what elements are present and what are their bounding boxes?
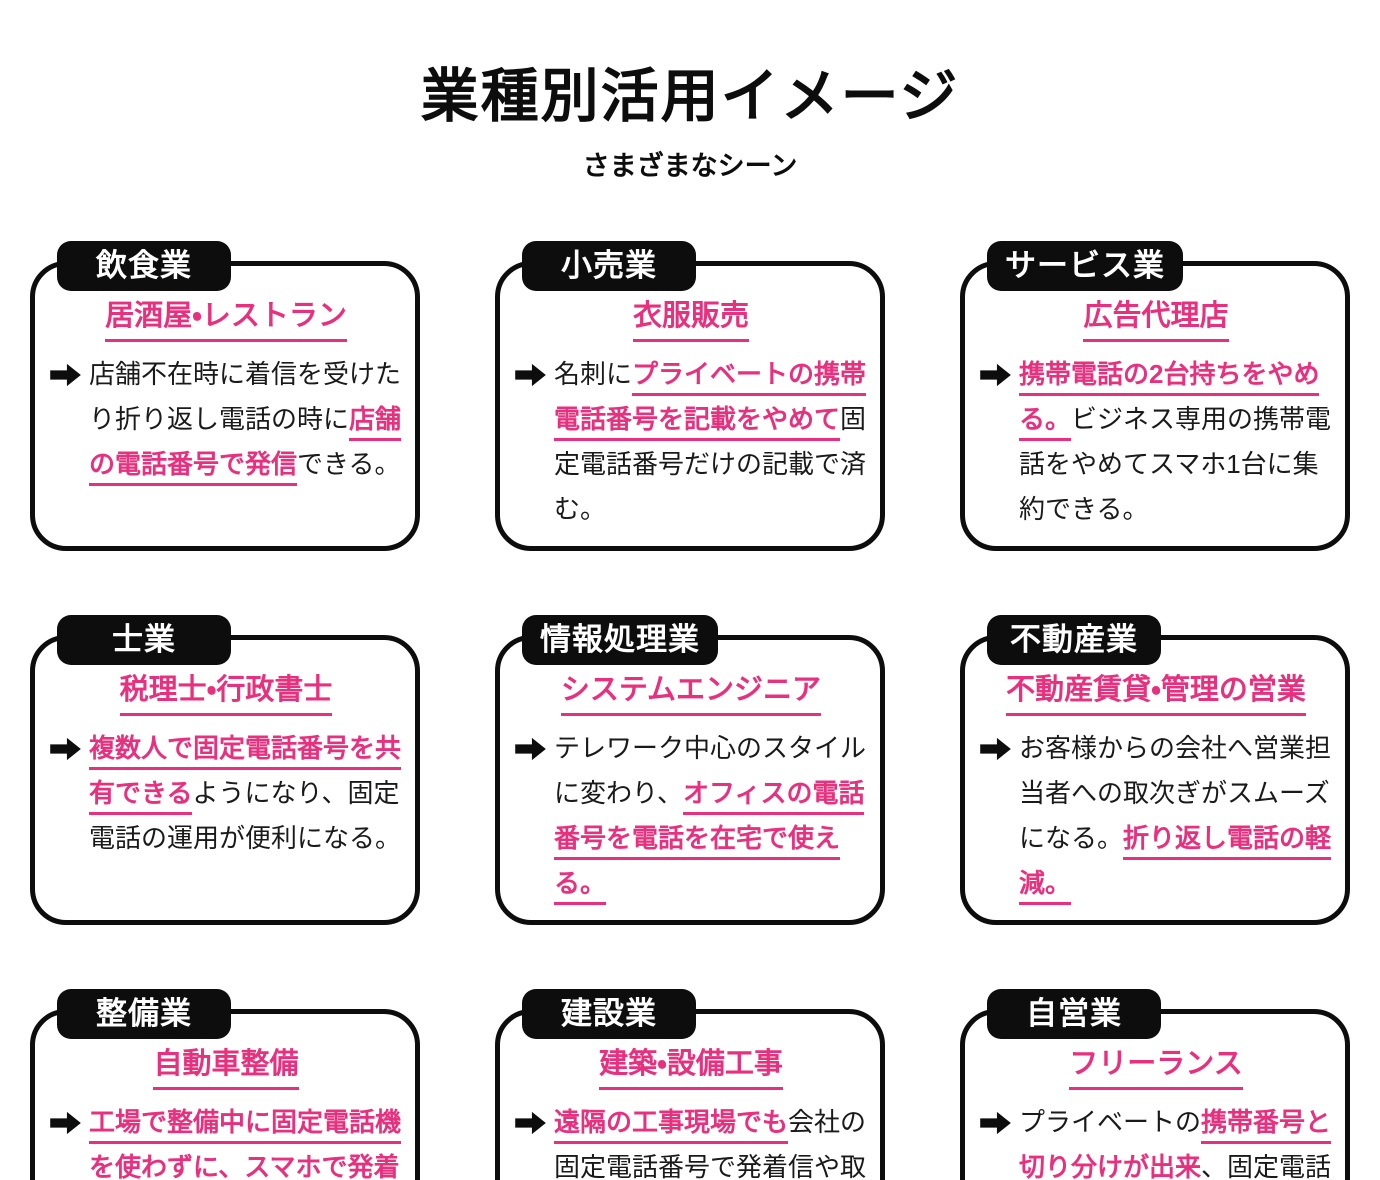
right-arrow-icon bbox=[979, 1100, 1019, 1136]
right-arrow-icon bbox=[979, 726, 1019, 762]
card-body-text: プライベートの携帯番号と切り分けが出来、固定電話番号が使いやすくなる。 bbox=[1019, 1100, 1333, 1180]
industry-card-grid: 飲食業 居酒屋・レストラン 店舗不在時に着信を受けたり折り返し電話の時に店舗の電… bbox=[0, 240, 1380, 1180]
card-retail: 小売業 衣服販売 名刺にプライベートの携帯電話番号を記載をやめて固定電話番号だけ… bbox=[495, 240, 885, 551]
body-highlight-text: 遠隔の工事現場でも bbox=[554, 1107, 789, 1145]
body-plain-text: プライベートの bbox=[1019, 1107, 1202, 1138]
body-highlight-text: プライベートの携帯電話番号を記載をやめて bbox=[554, 358, 867, 441]
industry-tab: 自営業 bbox=[987, 989, 1161, 1040]
page-title: 業種別活用イメージ bbox=[420, 64, 960, 129]
card-it: 情報処理業 システムエンジニア テレワーク中心のスタイルに変わり、オフィスの電話… bbox=[495, 614, 885, 926]
right-arrow-icon bbox=[979, 352, 1019, 388]
body-plain-text: 、固定電話番号が使いやすくなる。 bbox=[1201, 1152, 1332, 1180]
card-body: プライベートの携帯番号と切り分けが出来、固定電話番号が使いやすくなる。 bbox=[979, 1100, 1333, 1180]
body-plain-text: 固定電話番号だけの記載で済む。 bbox=[554, 403, 867, 524]
body-highlight-text: 工場で整備中に固定電話機を使わずに、スマホで発着信 bbox=[89, 1107, 402, 1180]
body-plain-text: 店舗不在時に着信を受けたり折り返し電話の時に bbox=[89, 358, 402, 434]
body-plain-text: 名刺に bbox=[554, 358, 633, 389]
page-subtitle: さまざまなシーン bbox=[582, 150, 798, 181]
right-arrow-icon bbox=[49, 352, 89, 388]
industry-tab-label: 整備業 bbox=[96, 996, 192, 1032]
industry-tab: 小売業 bbox=[522, 240, 696, 291]
body-plain-text: 会社の固定電話番号で発着信や取次ぎが出来るようになる。 bbox=[554, 1107, 867, 1180]
card-body: 遠隔の工事現場でも会社の固定電話番号で発着信や取次ぎが出来るようになる。 bbox=[514, 1100, 868, 1180]
card-subtitle: 不動産賃貸・管理の営業 bbox=[979, 672, 1333, 717]
card-body: お客様からの会社へ営業担当者への取次ぎがスムーズになる。折り返し電話の軽減。 bbox=[979, 726, 1333, 906]
card-body-text: 複数人で固定電話番号を共有できるようになり、固定電話の運用が便利になる。 bbox=[89, 726, 403, 861]
card-subtitle: 居酒屋・レストラン bbox=[49, 298, 403, 342]
card-body: 携帯電話の2台持ちをやめる。ビジネス専用の携帯電話をやめてスマホ1台に集約できる… bbox=[979, 352, 1333, 532]
industry-tab-label: 情報処理業 bbox=[540, 621, 700, 657]
card-subtitle-text: 衣服販売 bbox=[632, 298, 749, 342]
body-highlight-text: 複数人で固定電話番号を共有できる bbox=[89, 733, 402, 816]
card-subtitle: 衣服販売 bbox=[514, 298, 868, 342]
industry-tab-label: 建設業 bbox=[561, 996, 657, 1032]
body-plain-text: お客様からの会社へ営業担当者への取次ぎがスムーズになる。 bbox=[1019, 733, 1332, 854]
card-professional: 士業 税理士・行政書士 複数人で固定電話番号を共有できるようになり、固定電話の運… bbox=[30, 614, 420, 926]
card-body: 名刺にプライベートの携帯電話番号を記載をやめて固定電話番号だけの記載で済む。 bbox=[514, 352, 868, 532]
card-subtitle-text: フリーランス bbox=[1069, 1046, 1243, 1091]
card-restaurant: 飲食業 居酒屋・レストラン 店舗不在時に着信を受けたり折り返し電話の時に店舗の電… bbox=[30, 240, 420, 551]
body-highlight-text: 折り返し電話の軽減。 bbox=[1019, 823, 1332, 906]
industry-tab: サービス業 bbox=[987, 240, 1183, 291]
industry-tab: 士業 bbox=[57, 614, 231, 665]
body-plain-text: ようになり、固定電話の運用が便利になる。 bbox=[89, 778, 402, 854]
body-highlight-text: オフィスの電話番号を電話を在宅で使える。 bbox=[554, 778, 865, 906]
card-body: 工場で整備中に固定電話機を使わずに、スマホで発着信ができるので効率が上がる。 bbox=[49, 1100, 403, 1180]
card-body: テレワーク中心のスタイルに変わり、オフィスの電話番号を電話を在宅で使える。 bbox=[514, 726, 868, 906]
card-body-text: 工場で整備中に固定電話機を使わずに、スマホで発着信ができるので効率が上がる。 bbox=[89, 1100, 403, 1180]
card-subtitle-text: 広告代理店 bbox=[1083, 298, 1229, 342]
card-subtitle: 広告代理店 bbox=[979, 298, 1333, 342]
card-body: 店舗不在時に着信を受けたり折り返し電話の時に店舗の電話番号で発信できる。 bbox=[49, 352, 403, 487]
card-construction: 建設業 建築・設備工事 遠隔の工事現場でも会社の固定電話番号で発着信や取次ぎが出… bbox=[495, 989, 885, 1180]
card-subtitle-text: 不動産賃貸・管理の営業 bbox=[1006, 672, 1306, 717]
card-subtitle: フリーランス bbox=[979, 1046, 1333, 1091]
industry-tab-label: 士業 bbox=[112, 621, 176, 657]
industry-tab: 不動産業 bbox=[987, 614, 1161, 665]
card-body-text: 遠隔の工事現場でも会社の固定電話番号で発着信や取次ぎが出来るようになる。 bbox=[554, 1100, 868, 1180]
right-arrow-icon bbox=[514, 1100, 554, 1136]
industry-tab-label: 自営業 bbox=[1026, 996, 1122, 1032]
industry-tab-label: サービス業 bbox=[1005, 247, 1165, 283]
right-arrow-icon bbox=[49, 726, 89, 762]
card-subtitle-text: 居酒屋・レストラン bbox=[105, 298, 347, 342]
card-body-text: お客様からの会社へ営業担当者への取次ぎがスムーズになる。折り返し電話の軽減。 bbox=[1019, 726, 1333, 906]
body-highlight-text: 店舗の電話番号で発信 bbox=[89, 403, 402, 486]
card-body: 複数人で固定電話番号を共有できるようになり、固定電話の運用が便利になる。 bbox=[49, 726, 403, 861]
industry-tab: 情報処理業 bbox=[522, 614, 718, 665]
card-maintenance: 整備業 自動車整備 工場で整備中に固定電話機を使わずに、スマホで発着信ができるの… bbox=[30, 989, 420, 1180]
card-body-text: 携帯電話の2台持ちをやめる。ビジネス専用の携帯電話をやめてスマホ1台に集約できる… bbox=[1019, 352, 1333, 532]
industry-tab-label: 小売業 bbox=[561, 247, 657, 283]
body-plain-text: テレワーク中心のスタイルに変わり、 bbox=[554, 733, 867, 809]
body-plain-text: できる。 bbox=[297, 448, 401, 479]
right-arrow-icon bbox=[514, 726, 554, 762]
card-body-text: 店舗不在時に着信を受けたり折り返し電話の時に店舗の電話番号で発信できる。 bbox=[89, 352, 403, 487]
industry-tab-label: 不動産業 bbox=[1010, 621, 1138, 657]
card-subtitle: 税理士・行政書士 bbox=[49, 672, 403, 717]
industry-tab: 飲食業 bbox=[57, 240, 231, 291]
card-subtitle: 自動車整備 bbox=[49, 1046, 403, 1091]
body-highlight-text: 携帯電話の2台持ちをやめる。 bbox=[1019, 358, 1320, 441]
card-subtitle-text: 建築・設備工事 bbox=[599, 1046, 783, 1091]
card-realestate: 不動産業 不動産賃貸・管理の営業 お客様からの会社へ営業担当者への取次ぎがスムー… bbox=[960, 614, 1350, 926]
card-body-text: 名刺にプライベートの携帯電話番号を記載をやめて固定電話番号だけの記載で済む。 bbox=[554, 352, 868, 532]
card-subtitle-text: 税理士・行政書士 bbox=[119, 672, 333, 717]
industry-tab: 建設業 bbox=[522, 989, 696, 1040]
body-highlight-text: 携帯番号と切り分けが出来 bbox=[1019, 1107, 1332, 1180]
card-body-text: テレワーク中心のスタイルに変わり、オフィスの電話番号を電話を在宅で使える。 bbox=[554, 726, 868, 906]
industry-tab: 整備業 bbox=[57, 989, 231, 1040]
body-plain-text: ビジネス専用の携帯電話をやめてスマホ1台に集約できる。 bbox=[1019, 403, 1332, 524]
page-header: 業種別活用イメージ さまざまなシーン bbox=[0, 0, 1380, 183]
card-subtitle-text: システムエンジニア bbox=[560, 672, 822, 717]
right-arrow-icon bbox=[514, 352, 554, 388]
card-freelance: 自営業 フリーランス プライベートの携帯番号と切り分けが出来、固定電話番号が使い… bbox=[960, 989, 1350, 1180]
card-service: サービス業 広告代理店 携帯電話の2台持ちをやめる。ビジネス専用の携帯電話をやめ… bbox=[960, 240, 1350, 551]
card-subtitle: 建築・設備工事 bbox=[514, 1046, 868, 1091]
industry-tab-label: 飲食業 bbox=[96, 247, 192, 283]
card-subtitle-text: 自動車整備 bbox=[153, 1046, 299, 1091]
card-subtitle: システムエンジニア bbox=[514, 672, 868, 717]
right-arrow-icon bbox=[49, 1100, 89, 1136]
